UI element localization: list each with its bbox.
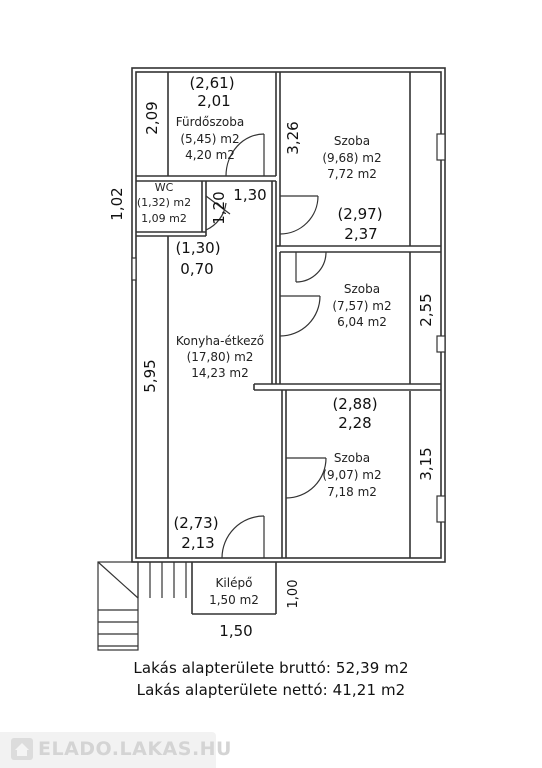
wc-net: 1,09 m2 (141, 212, 187, 225)
kitchen-net: 14,23 m2 (191, 366, 249, 380)
kilepo-area: 1,50 m2 (209, 593, 259, 607)
room2-name: Szoba (344, 282, 380, 296)
watermark: ELADO.LAKAS.HU (0, 732, 232, 768)
watermark-text: ELADO.LAKAS.HU (38, 738, 232, 760)
dim-room3-width-gross: (2,88) (332, 395, 377, 413)
wc-gross: (1,32) m2 (137, 196, 191, 209)
kitchen-name: Konyha-étkező (176, 334, 264, 348)
doors (205, 133, 327, 559)
dim-kilepo-height: 1,00 (286, 580, 301, 609)
bathroom-gross: (5,45) m2 (180, 132, 239, 146)
dim-kilepo-width: 1,50 (219, 622, 252, 640)
dim-room3-height: 3,15 (417, 447, 435, 480)
gross-area-summary: Lakás alapterülete bruttó: 52,39 m2 (133, 659, 409, 677)
dim-room3-width-net: 2,28 (338, 414, 371, 432)
dim-room1-width-net: 2,37 (344, 225, 377, 243)
bathroom-name: Fürdőszoba (176, 115, 244, 129)
dim-room1-height: 3,26 (284, 121, 302, 154)
walls (131, 67, 446, 615)
wc-name: WC (155, 181, 174, 194)
house-logo-icon (11, 738, 33, 760)
bathroom-net: 4,20 m2 (185, 148, 235, 162)
dim-top-width-gross: (2,61) (189, 74, 234, 92)
room2-gross: (7,57) m2 (332, 299, 391, 313)
room1-name: Szoba (334, 134, 370, 148)
outer-wall (131, 67, 446, 563)
room1-gross: (9,68) m2 (322, 151, 381, 165)
stairs (97, 561, 187, 651)
net-area-summary: Lakás alapterülete nettó: 41,21 m2 (136, 681, 406, 699)
room1-net: 7,72 m2 (327, 167, 377, 181)
dim-kitchen-width-net: 2,13 (181, 534, 214, 552)
dim-room1-width-gross: (2,97) (337, 205, 382, 223)
dim-wc-left: 1,02 (108, 187, 126, 220)
dim-room2-height: 2,55 (417, 293, 435, 326)
room3-gross: (9,07) m2 (322, 468, 381, 482)
kilepo-name: Kilépő (216, 576, 253, 590)
dim-hall-width-net: 0,70 (180, 260, 213, 278)
dim-wc-height: 1,20 (210, 191, 228, 224)
room2-net: 6,04 m2 (337, 315, 387, 329)
dim-hall-width-gross: (1,30) (175, 239, 220, 257)
dim-wc-width: 1,30 (233, 186, 266, 204)
dimension-labels: (2,61) 2,01 2,09 3,26 1,02 1,30 1,20 (1,… (108, 74, 435, 640)
room3-net: 7,18 m2 (327, 485, 377, 499)
dim-bath-height: 2,09 (143, 101, 161, 134)
dim-kitchen-height: 5,95 (141, 359, 159, 392)
room3-name: Szoba (334, 451, 370, 465)
room-labels: Fürdőszoba (5,45) m2 4,20 m2 WC (1,32) m… (137, 115, 392, 607)
inner-outer-wall (135, 71, 442, 559)
kitchen-gross: (17,80) m2 (187, 350, 254, 364)
dim-top-width-net: 2,01 (197, 92, 230, 110)
dim-kitchen-width-gross: (2,73) (173, 514, 218, 532)
window-marks (131, 133, 446, 523)
